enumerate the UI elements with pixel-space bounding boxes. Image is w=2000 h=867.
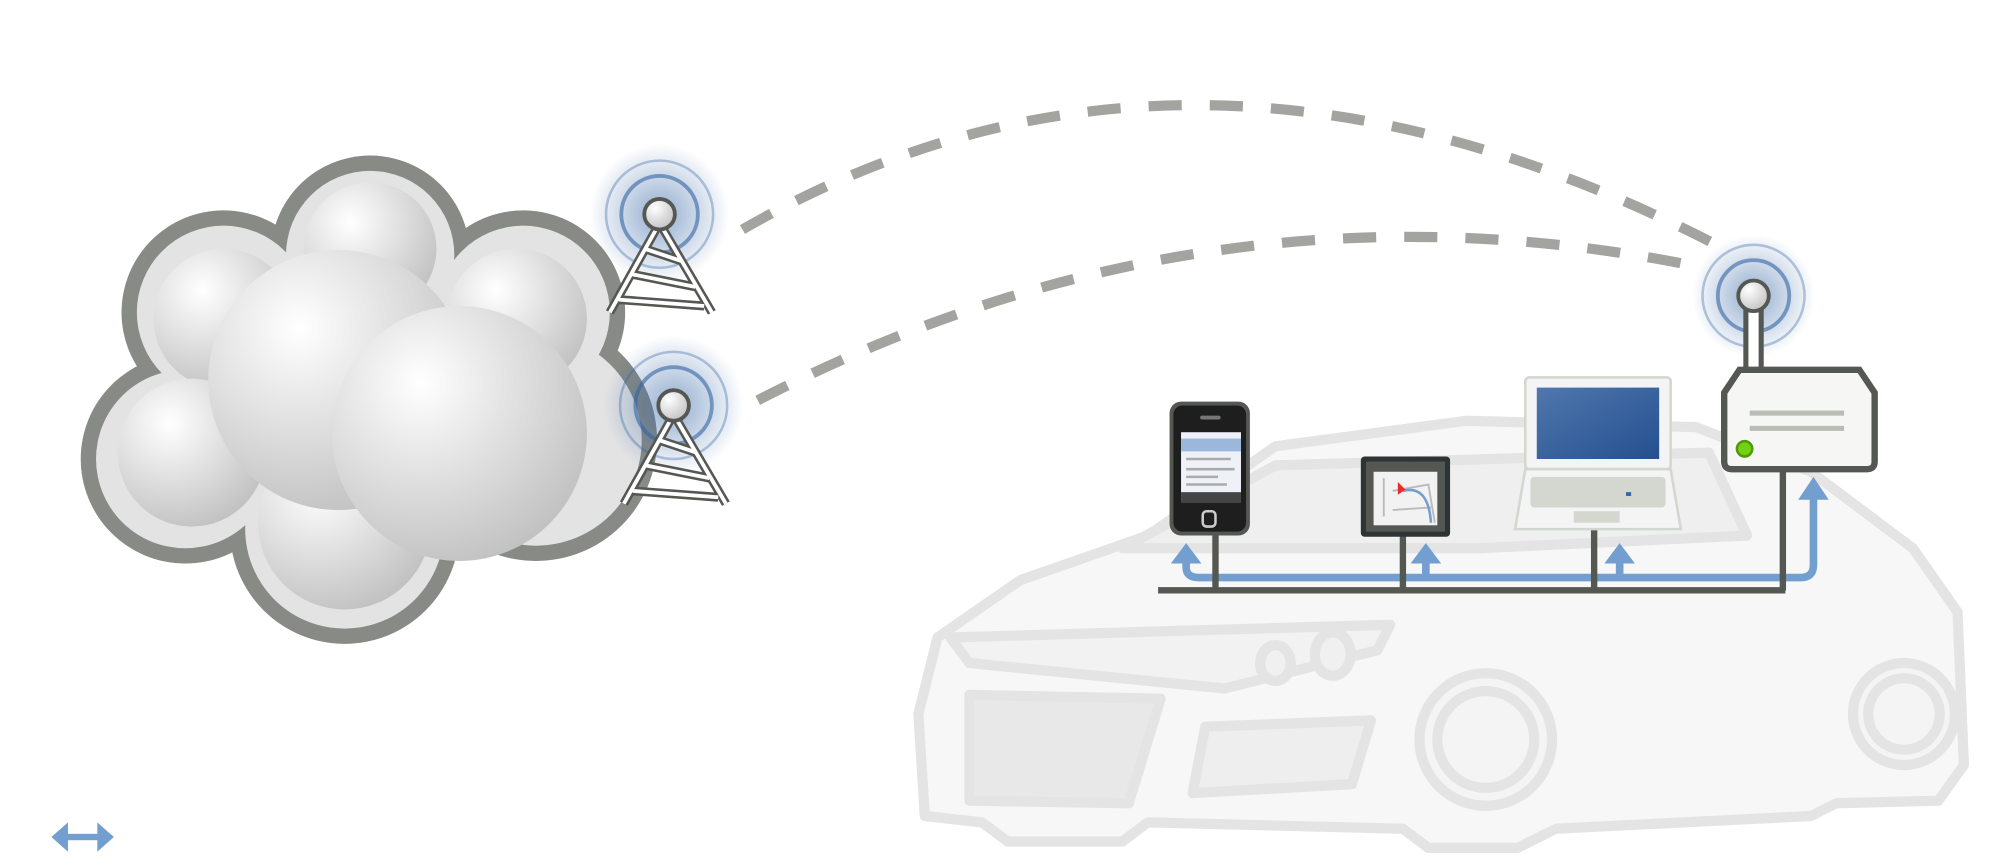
cell-tower-icon <box>603 335 744 506</box>
router-icon <box>1692 234 1878 473</box>
arrow-heads <box>1170 476 1829 564</box>
wireless-link-lower <box>755 231 1705 405</box>
network-bus <box>1158 465 1787 594</box>
smartphone-icon <box>1169 401 1250 536</box>
bidirectional-arrow-icon <box>51 822 114 852</box>
cell-tower-icon <box>589 144 730 315</box>
wireless-links <box>739 100 1714 405</box>
laptop-icon <box>1513 376 1683 531</box>
wireless-link-upper <box>739 100 1714 247</box>
cloud-icon <box>80 155 658 644</box>
navigation-unit-icon <box>1360 456 1451 537</box>
